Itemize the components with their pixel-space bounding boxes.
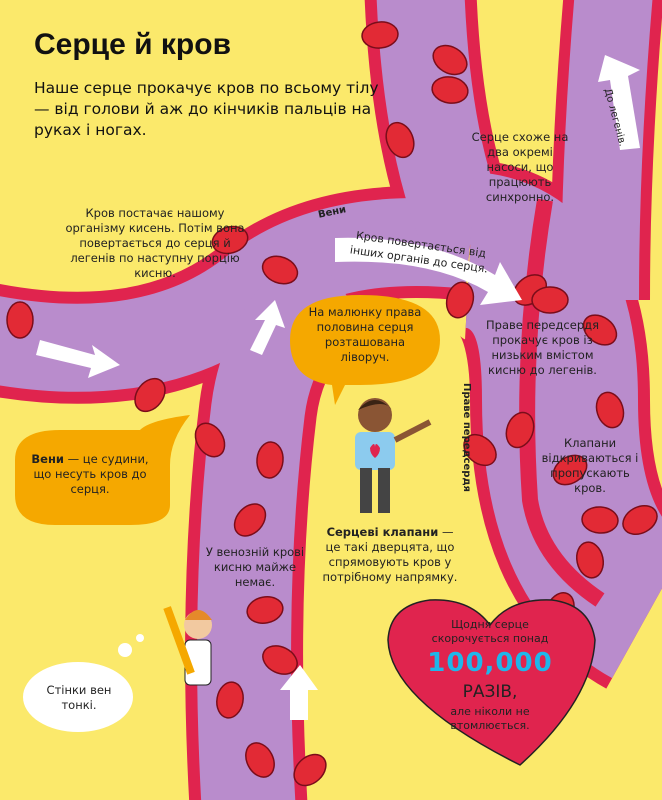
note-thin-walls: Стінки вен тонкі. <box>46 683 112 712</box>
intro-text: Наше серце прокачує кров по всьому тілу … <box>34 79 379 139</box>
veins-term: Вени <box>31 452 64 466</box>
scientist-character <box>163 606 212 686</box>
blood-cell <box>582 314 618 346</box>
blood-cell <box>361 21 399 49</box>
arrow-icon <box>598 55 640 150</box>
blood-cell <box>6 301 34 339</box>
note-venous-blood: У венозній крові кисню майже немає. <box>205 545 305 589</box>
blood-cell <box>261 255 299 285</box>
arrow-icon <box>280 665 318 720</box>
blood-cell <box>245 742 275 778</box>
blood-cell <box>256 441 284 479</box>
blood-cell <box>622 504 658 536</box>
speech-bubble <box>290 295 440 405</box>
label-right-atrium: Праве передсердя <box>460 383 472 492</box>
heart-fact-line1: Щодня серце скорочується понад <box>431 618 549 645</box>
veins-callout-bubble <box>15 415 190 525</box>
blood-cell <box>581 506 619 534</box>
note-atrium-pumps: Праве передсердя прокачує кров із низьки… <box>486 318 599 377</box>
blood-cell <box>385 121 415 159</box>
flow-arrows <box>36 55 640 720</box>
blood-cell <box>216 681 244 719</box>
blood-cell <box>432 44 468 76</box>
blood-cell <box>262 645 298 675</box>
blood-cell <box>531 286 569 314</box>
blood-cell <box>134 377 166 413</box>
blood-cell <box>595 391 625 429</box>
note-blood-supply: Кров постачає нашому організму кисень. П… <box>65 206 245 280</box>
heart-fact-number: 100,000 <box>427 648 553 678</box>
note-two-pumps: Серце схоже на два окремі насоси, що пра… <box>471 130 569 204</box>
note-valves-open: Клапани відкриваються і пропускають кров… <box>541 436 639 495</box>
blood-cell <box>463 433 497 467</box>
valves-definition: — це такі дверцята, що спрямовують кров … <box>322 525 458 584</box>
page-title: Серце й кров <box>34 28 232 61</box>
arrow-icon <box>36 340 120 378</box>
valves-term: Серцеві клапани <box>326 525 439 539</box>
blood-cell <box>552 454 588 486</box>
blood-cell <box>293 753 327 787</box>
blood-cell <box>233 503 267 537</box>
blood-cell <box>505 411 535 449</box>
blood-cell <box>246 596 284 624</box>
heart-fact-line2: але ніколи не втомлюється. <box>450 705 530 732</box>
arrow-icon <box>335 237 522 305</box>
arrow-icon <box>250 300 285 355</box>
heart-fact-unit: РАЗІВ, <box>462 682 518 702</box>
blood-cell <box>575 541 605 579</box>
thought-bubble <box>23 662 133 732</box>
blood-cell <box>211 225 249 255</box>
boy-character <box>355 398 432 513</box>
blood-cell <box>194 422 226 458</box>
veins-definition: — це судини, що несуть кров до серця. <box>33 452 149 496</box>
blood-cell <box>445 281 475 319</box>
note-right-half: На малюнку права половина серця розташов… <box>308 305 422 364</box>
blood-cell <box>431 76 469 104</box>
heart-shape <box>387 599 596 766</box>
